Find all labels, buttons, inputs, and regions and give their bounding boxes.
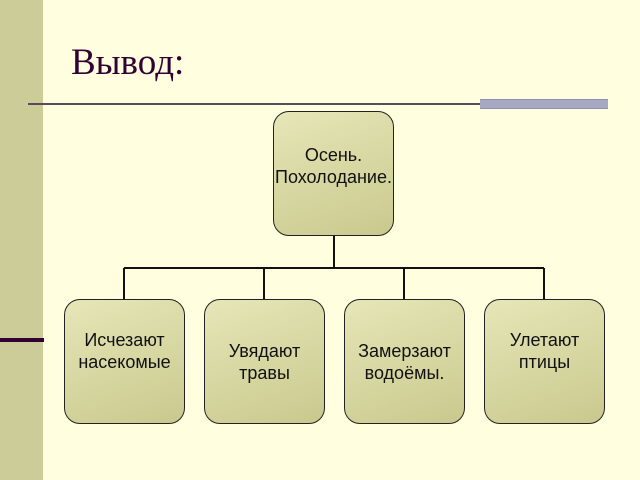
node-label: Замерзают водоёмы. [358, 340, 451, 383]
title-divider-accent [480, 99, 608, 109]
node-birds-fly-away: Улетают птицы [484, 299, 605, 424]
title-divider [28, 103, 608, 105]
node-label: Исчезают насекомые [78, 329, 171, 372]
left-decor-band [0, 0, 43, 480]
node-label: Увядают травы [228, 340, 301, 383]
node-autumn-cooling: Осень. Похолодание. [273, 111, 394, 236]
node-waters-freeze: Замерзают водоёмы. [344, 299, 465, 424]
slide-title: Вывод: [71, 42, 185, 83]
node-label: Улетают птицы [509, 329, 580, 372]
node-label: Осень. Похолодание. [275, 144, 392, 187]
node-insects-disappear: Исчезают насекомые [64, 299, 185, 424]
node-grass-withers: Увядают травы [204, 299, 325, 424]
left-decor-accent [0, 338, 44, 342]
